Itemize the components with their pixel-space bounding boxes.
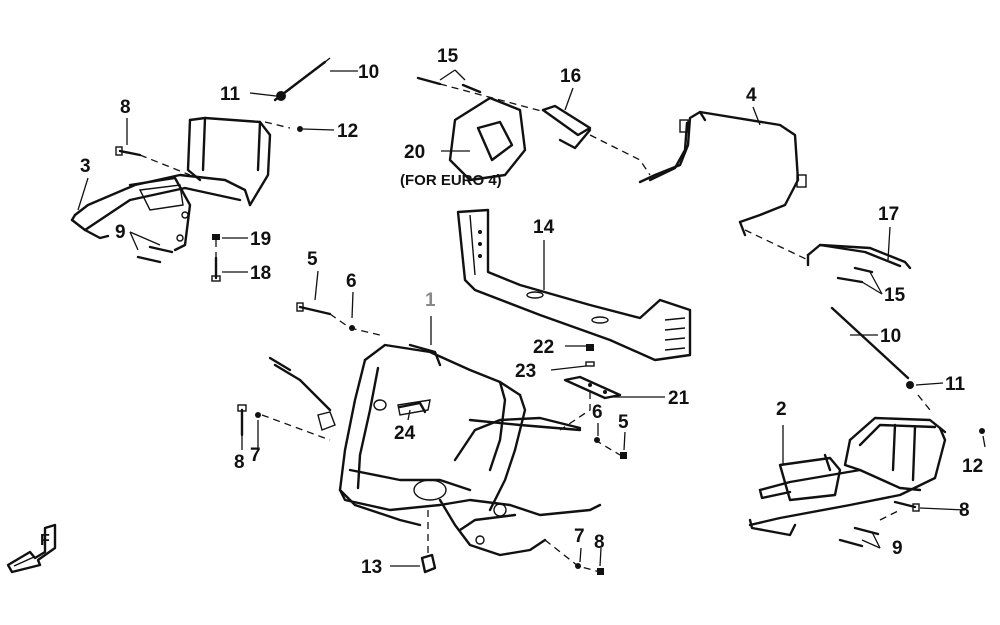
callout-9-left: 9 <box>115 222 126 243</box>
callout-15-top: 15 <box>437 46 459 67</box>
callout-12-top: 12 <box>337 121 358 142</box>
part-3-rear-rack <box>70 116 272 252</box>
part-16-bracket <box>541 104 592 150</box>
callout-10-top: 10 <box>358 62 379 83</box>
callout-7-left: 7 <box>250 445 261 466</box>
part-10-rod-right <box>830 306 910 380</box>
callout-1: 1 <box>425 290 436 311</box>
callout-10-right: 10 <box>880 326 901 347</box>
callout-9-right: 9 <box>892 538 903 559</box>
front-marker-letter: F <box>40 532 50 549</box>
callout-11-right: 11 <box>945 374 966 395</box>
callout-20: 20 <box>404 142 425 163</box>
part-21-plate <box>563 375 622 400</box>
part-11-grommet-left <box>276 91 286 101</box>
part-5-bolt-upper <box>296 302 332 316</box>
callout-4: 4 <box>746 85 757 106</box>
front-direction-marker <box>6 523 57 574</box>
callout-5-right: 5 <box>618 412 629 433</box>
assembly-lines <box>139 83 931 573</box>
part-2-front-rack <box>748 416 947 537</box>
callout-23: 23 <box>515 361 536 382</box>
callout-21: 21 <box>668 388 690 409</box>
callout-16: 16 <box>560 66 581 87</box>
part-12-clip-left <box>297 126 303 132</box>
part-20-plate <box>448 96 527 182</box>
callout-5-upper: 5 <box>307 249 318 270</box>
part-9-bolts-left <box>136 245 174 264</box>
part-13-nut <box>420 553 437 574</box>
part-9-bolts-right <box>838 526 880 548</box>
euro4-note: (FOR EURO 4) <box>400 172 502 189</box>
leader-lines <box>77 69 986 567</box>
part-8-bolt-left-low <box>237 404 247 437</box>
part-8-bolt-left-top <box>115 146 142 157</box>
callout-11-top: 11 <box>220 84 241 105</box>
callout-6-right: 6 <box>592 402 603 423</box>
callout-15-right: 15 <box>884 285 906 306</box>
callout-8-left: 8 <box>234 452 245 473</box>
callout-13: 13 <box>361 557 382 578</box>
callout-labels: 1 2 3 4 5 5 6 6 7 7 8 8 8 8 9 9 10 10 11… <box>40 46 983 578</box>
part-14-plate <box>456 208 692 362</box>
callout-19: 19 <box>250 229 271 250</box>
callout-7-bottom: 7 <box>574 526 585 547</box>
callout-3: 3 <box>80 156 91 177</box>
part-12-clip-right <box>979 428 985 434</box>
part-8-bolt-right <box>893 500 920 512</box>
part-19-washer <box>212 234 220 240</box>
callout-6-upper: 6 <box>346 271 357 292</box>
callout-2: 2 <box>776 399 787 420</box>
callout-22: 22 <box>533 337 554 358</box>
callout-8-right: 8 <box>959 500 970 521</box>
part-15-bolts-right <box>836 266 874 284</box>
callout-8-bottom: 8 <box>594 532 605 553</box>
part-1-main-frame <box>268 343 602 557</box>
part-23-washer <box>585 361 595 367</box>
callout-24: 24 <box>394 423 416 444</box>
part-11-grommet-right <box>906 381 914 389</box>
part-15-bolts-top <box>416 76 482 94</box>
part-22-nut <box>586 344 594 351</box>
callout-14: 14 <box>533 217 555 238</box>
callout-8-top: 8 <box>120 97 131 118</box>
part-24-clip <box>398 401 427 414</box>
part-5-bolt-right <box>620 452 627 459</box>
callout-18: 18 <box>250 263 271 284</box>
part-18-bolt <box>211 256 221 282</box>
part-7-washer-left <box>255 412 261 418</box>
part-17-bracket <box>806 243 912 270</box>
part-8-bolt-bottom <box>597 568 604 575</box>
callout-12-right: 12 <box>962 456 983 477</box>
callout-17: 17 <box>878 204 899 225</box>
part-4-guard-bar <box>638 110 807 237</box>
